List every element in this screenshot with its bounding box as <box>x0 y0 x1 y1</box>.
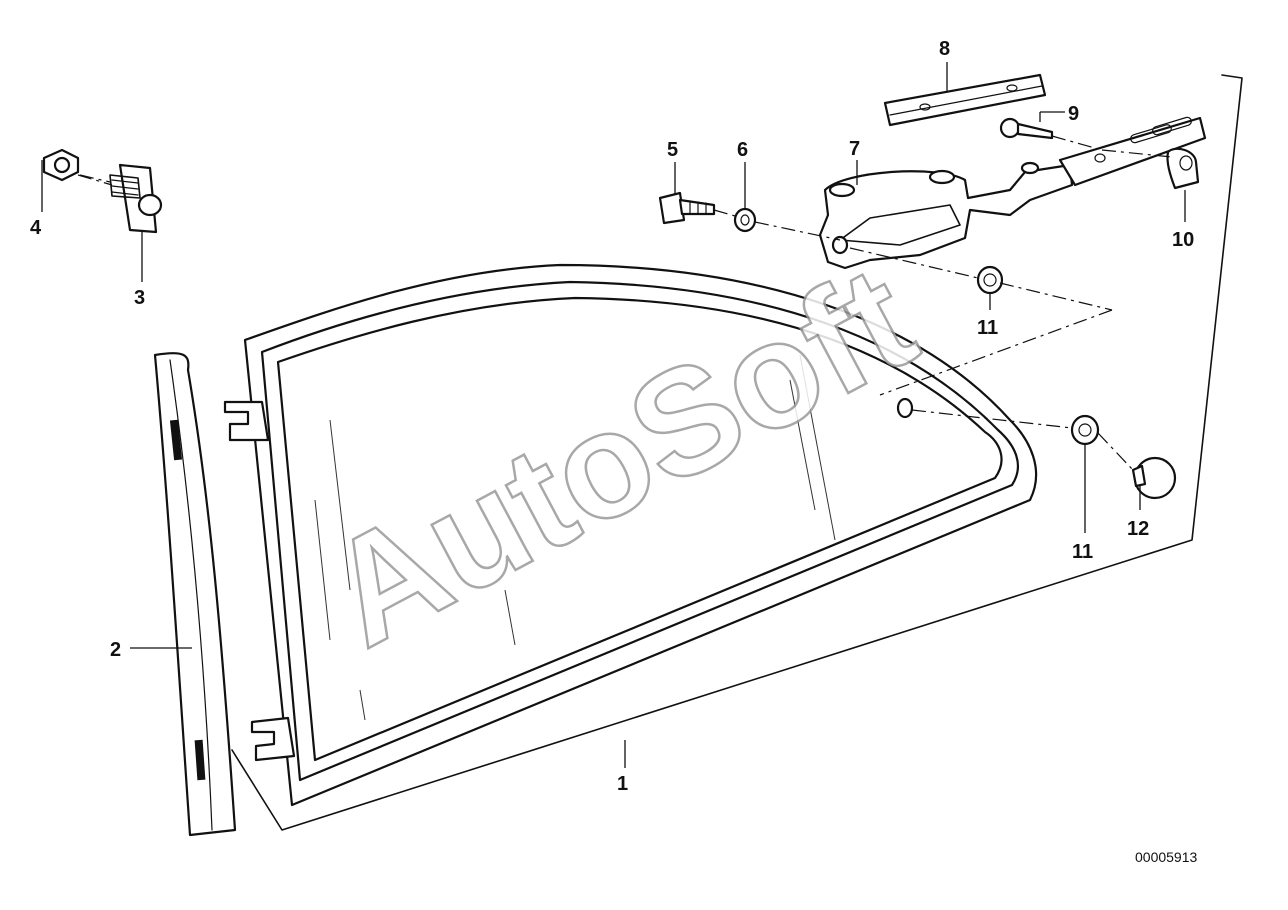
cover-plate <box>883 73 1047 127</box>
quarter-window-glass <box>223 263 1038 807</box>
callout-3: 3 <box>134 287 145 309</box>
callout-10: 10 <box>1172 229 1194 251</box>
document-number: 00005913 <box>1135 849 1198 865</box>
nut <box>42 148 113 186</box>
cap <box>1131 456 1177 500</box>
assembly-frame <box>231 74 1243 831</box>
leader-lines <box>41 62 1186 768</box>
bolt <box>658 191 716 225</box>
callout-2: 2 <box>110 639 121 661</box>
callout-8: 8 <box>939 38 950 60</box>
callout-12: 12 <box>1127 518 1149 540</box>
callout-11-upper: 11 <box>977 317 998 339</box>
callout-7: 7 <box>849 138 860 160</box>
washer <box>733 207 757 233</box>
callout-6: 6 <box>737 139 748 161</box>
clip-nut <box>109 163 163 234</box>
callout-5: 5 <box>667 139 678 161</box>
callout-9: 9 <box>1068 103 1079 125</box>
callout-11-lower: 11 <box>1072 541 1093 563</box>
assembly-lines <box>79 149 1173 471</box>
hinge <box>818 161 1074 270</box>
grommet-upper <box>976 265 1004 295</box>
callout-1: 1 <box>617 773 628 795</box>
callouts: 1 2 3 4 5 6 7 8 9 10 11 11 12 <box>30 38 1194 795</box>
callout-4: 4 <box>30 217 42 239</box>
seal-strip <box>153 352 237 837</box>
grommet-lower <box>1070 414 1100 446</box>
lever-arm <box>1058 116 1207 190</box>
screw <box>999 117 1103 151</box>
